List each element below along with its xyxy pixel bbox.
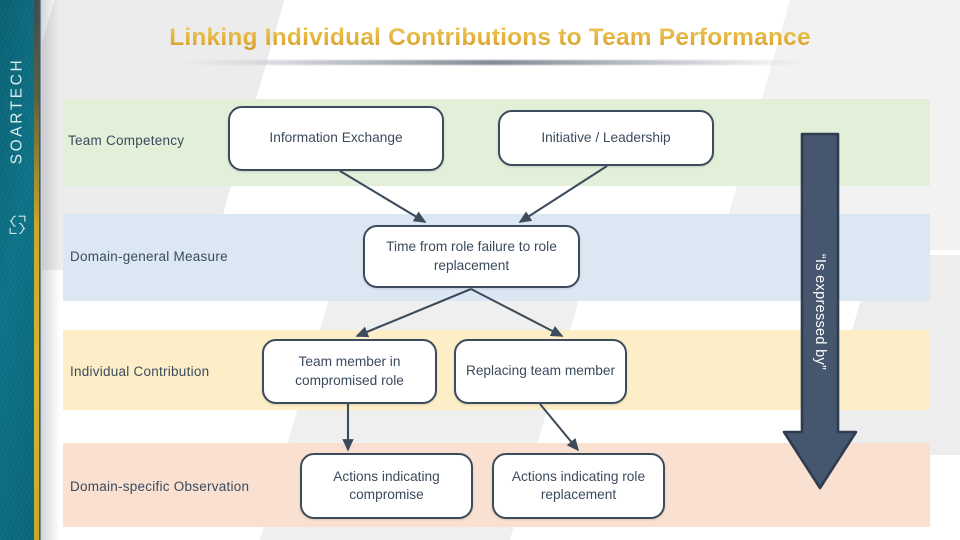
row-band-team-competency (63, 99, 930, 186)
node-information-exchange[interactable]: Information Exchange (228, 106, 444, 171)
brand-rail-gold-stripe (34, 0, 39, 540)
brand-wordmark: SOARTECH (0, 16, 34, 206)
brand-rail (0, 0, 34, 540)
brand-name: SOARTECH (8, 57, 26, 165)
title-underline (180, 60, 808, 65)
row-label-team-competency: Team Competency (68, 133, 185, 148)
node-time-from-role-failure[interactable]: Time from role failure to role replaceme… (363, 225, 580, 288)
row-label-domain-specific-observation: Domain-specific Observation (70, 479, 250, 494)
node-actions-indicating-role-replacement[interactable]: Actions indicating role replacement (492, 453, 665, 519)
node-replacing-team-member[interactable]: Replacing team member (454, 339, 627, 404)
brand-rail-edge (39, 0, 42, 540)
node-team-member-compromised[interactable]: Team member in compromised role (262, 339, 437, 404)
node-actions-indicating-compromise[interactable]: Actions indicating compromise (300, 453, 473, 519)
row-label-domain-general-measure: Domain-general Measure (70, 249, 228, 264)
page-title: Linking Individual Contributions to Team… (60, 24, 920, 52)
node-initiative-leadership[interactable]: Initiative / Leadership (498, 110, 714, 166)
is-expressed-by-arrow (782, 132, 858, 490)
arrow-shape (782, 132, 858, 490)
bracket-logo-icon (7, 214, 28, 235)
brand-rail-shadow (42, 0, 60, 540)
row-label-individual-contribution: Individual Contribution (70, 364, 210, 379)
